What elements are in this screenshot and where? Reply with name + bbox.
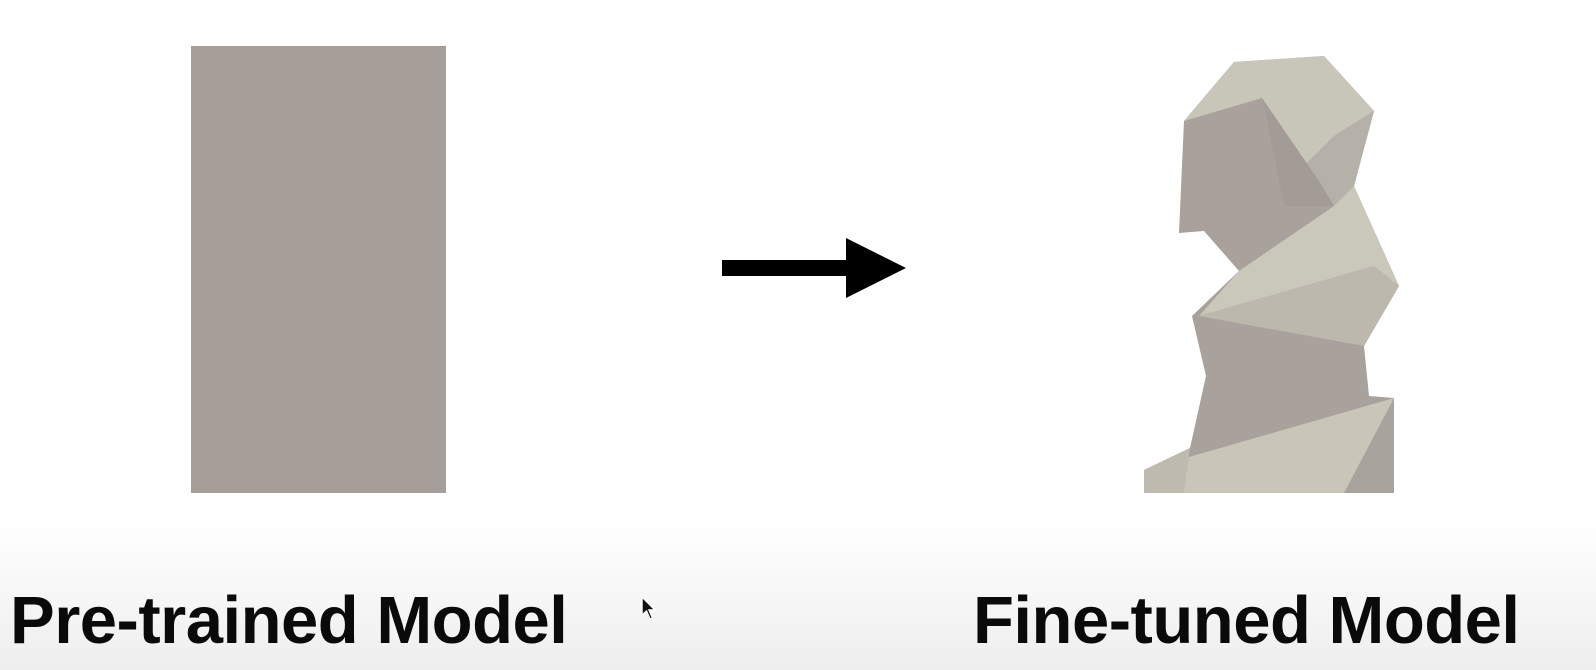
pretrained-model-block — [191, 46, 446, 493]
pretrained-model-label: Pre-trained Model — [10, 583, 568, 658]
mouse-pointer-icon — [641, 596, 657, 620]
right-arrow-icon — [722, 238, 906, 298]
finetuned-model-sculpture — [1144, 56, 1399, 493]
finetuned-model-label: Fine-tuned Model — [973, 583, 1520, 658]
